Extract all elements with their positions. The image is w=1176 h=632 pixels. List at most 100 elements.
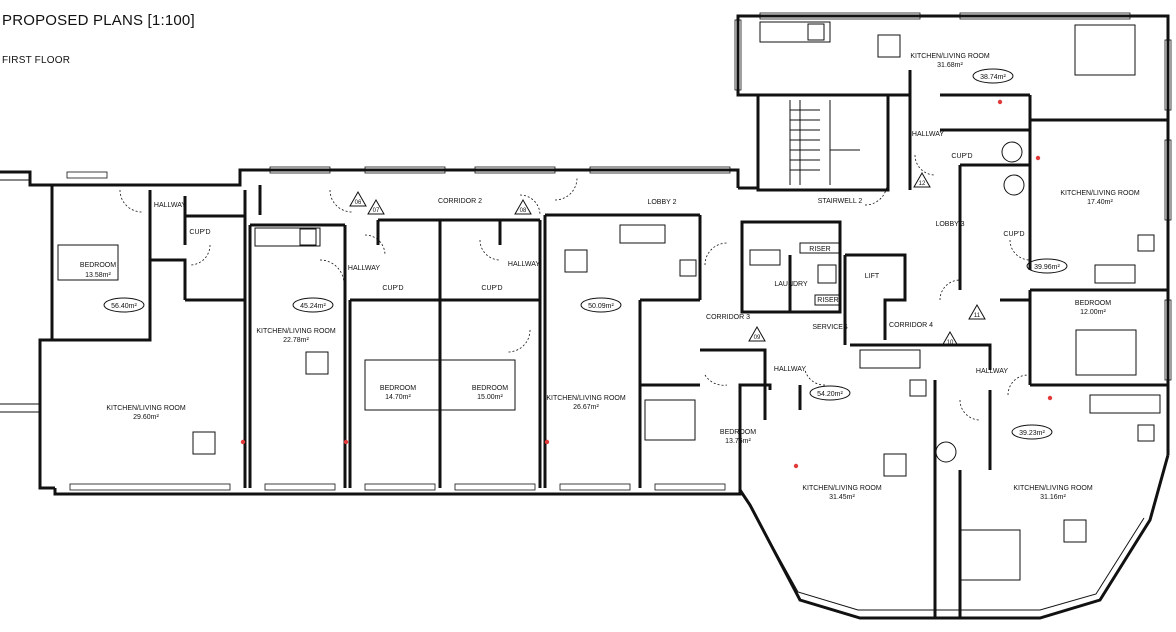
door-tag: 06 [355,200,362,206]
door-tag: 07 [373,208,380,214]
bed-icon [644,399,696,441]
hob-icon [1137,424,1155,442]
unit-area: 39.23m² [1019,430,1045,437]
washer-icon [749,249,781,266]
outer-walls [0,14,1170,620]
room-label: CUP'D [1003,231,1024,238]
room-label: SERVICES [812,324,848,331]
door-tag: 08 [520,208,527,214]
room-label: STAIRWELL 2 [818,198,863,205]
hob-icon [679,259,697,277]
fixtures [57,21,1161,581]
counter-icon [619,224,666,244]
room-label: LOBBY 2 [647,199,676,206]
room-label: LIFT [865,273,880,280]
room-area: 14.70m² [385,394,411,401]
bed-icon [959,529,1021,581]
floor-label: FIRST FLOOR [2,55,71,66]
door-tag: 12 [919,181,926,187]
room-label: RISER [809,246,830,253]
door-tag: 09 [754,335,761,341]
table-icon [192,431,216,455]
room-area: 13.58m² [85,272,111,279]
table-icon [877,34,901,58]
unit-area: 45.24m² [300,303,326,310]
laundry-sink-icon [817,264,837,284]
unit-area: 56.40m² [111,303,137,310]
room-label: HALLWAY [976,368,1008,375]
room-label: CUP'D [951,153,972,160]
room-label: HALLWAY [508,261,540,268]
room-label: KITCHEN/LIVING ROOM [546,395,626,402]
bed-icon [57,244,119,281]
hob-icon [299,228,317,246]
door-swings [119,154,1031,421]
counter-icon [759,21,831,43]
room-label: BEDROOM [380,385,416,392]
room-area: 26.67m² [573,404,599,411]
counter-icon [859,349,921,369]
room-label: CUP'D [481,285,502,292]
room-label: KITCHEN/LIVING ROOM [1060,190,1140,197]
room-label: CORRIDOR 3 [706,314,750,321]
room-area: 31.16m² [1040,494,1066,501]
shower-icon [1001,141,1023,163]
room-labels: BEDROOM 13.58m² HALLWAY CUP'D KITCHEN/LI… [80,53,1140,501]
hob-icon [909,379,927,397]
door-tag: 11 [974,313,981,319]
table-icon [564,249,588,273]
drawing-title: PROPOSED PLANS [1:100] [2,12,195,29]
unit-area: 50.09m² [588,303,614,310]
windows [66,12,1172,491]
bed-icon [1075,329,1137,376]
detector-markers [240,99,1053,469]
room-label: HALLWAY [348,265,380,272]
unit-area-tags: 56.40m² 45.24m² 50.09m² 54.20m² 38.74m² … [103,68,1068,440]
hob-icon [1137,234,1155,252]
room-label: HALLWAY [912,131,944,138]
counter-icon [254,227,321,247]
room-label: KITCHEN/LIVING ROOM [802,485,882,492]
room-label: BEDROOM [720,429,756,436]
room-label: KITCHEN/LIVING ROOM [1013,485,1093,492]
table-icon [305,351,329,375]
room-label: LAUNDRY [774,281,808,288]
room-label: LOBBY 3 [935,221,964,228]
unit-area: 39.96m² [1034,264,1060,271]
room-area: 12.00m² [1080,309,1106,316]
table-icon [1063,519,1087,543]
room-area: 13.76m² [725,438,751,445]
hob-icon [807,23,825,41]
bed-icon [1074,24,1136,76]
room-label: RISER [817,297,838,304]
room-label: CORRIDOR 4 [889,322,933,329]
door-tag: 10 [947,340,954,346]
room-label: KITCHEN/LIVING ROOM [256,328,336,335]
room-label: CUP'D [382,285,403,292]
table-icon [883,453,907,477]
room-label: CORRIDOR 2 [438,198,482,205]
room-label: HALLWAY [154,202,186,209]
room-label: BEDROOM [80,262,116,269]
door-tags: 06 07 08 09 10 11 12 [349,171,986,347]
interior-walls [52,70,1168,618]
counter-icon [1089,394,1161,414]
unit-area: 38.74m² [980,74,1006,81]
unit-area: 54.20m² [817,391,843,398]
room-area: 29.60m² [133,414,159,421]
room-label: KITCHEN/LIVING ROOM [910,53,990,60]
room-area: 15.00m² [477,394,503,401]
room-area: 31.45m² [829,494,855,501]
room-area: 22.78m² [283,337,309,344]
room-label: KITCHEN/LIVING ROOM [106,405,186,412]
room-label: BEDROOM [1075,300,1111,307]
room-area: 17.40m² [1087,199,1113,206]
shower-icon [935,441,957,463]
shower-icon [1003,174,1025,196]
bed-icon [439,359,516,411]
room-label: HALLWAY [774,366,806,373]
room-label: CUP'D [189,229,210,236]
room-area: 31.68m² [937,62,963,69]
counter-icon [1094,264,1136,284]
